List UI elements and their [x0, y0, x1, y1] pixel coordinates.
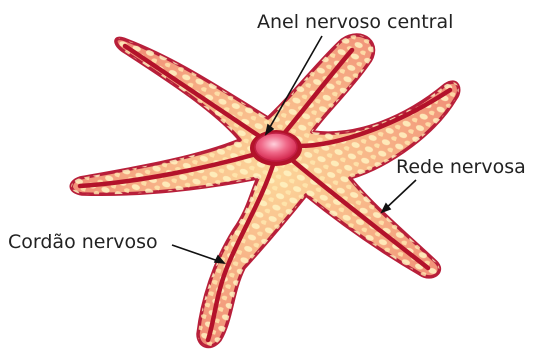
nerve-cord-upper-left	[125, 46, 268, 142]
label-central-nerve-ring: Anel nervoso central	[257, 11, 453, 33]
label-nerve-net: Rede nervosa	[396, 156, 526, 178]
label-nerve-cord: Cordão nervoso	[8, 231, 158, 253]
central-nerve-ring	[250, 130, 302, 166]
